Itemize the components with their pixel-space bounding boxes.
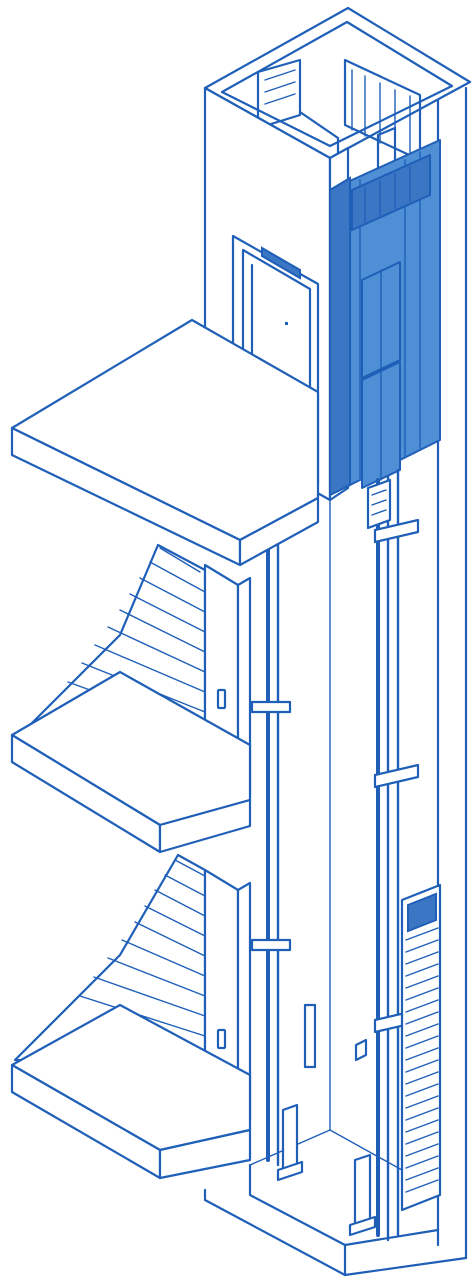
- call-button-panel-lower: [216, 1028, 227, 1050]
- machine-room-top: [256, 58, 422, 180]
- guide-rail: [250, 468, 420, 1242]
- counterweight: [400, 883, 442, 1212]
- floor-slab: [10, 318, 320, 567]
- floor-slab-middle: [10, 670, 252, 854]
- shaft-wall-box: [354, 1038, 368, 1062]
- staircase-lower: [13, 853, 207, 1067]
- floor-slab-bottom: [10, 1003, 252, 1180]
- call-button-panel: [216, 688, 227, 710]
- shaft-wall-panel: [303, 1003, 317, 1069]
- elevator-car: [329, 139, 441, 497]
- buffer: [276, 1103, 377, 1237]
- car-door: [361, 261, 401, 489]
